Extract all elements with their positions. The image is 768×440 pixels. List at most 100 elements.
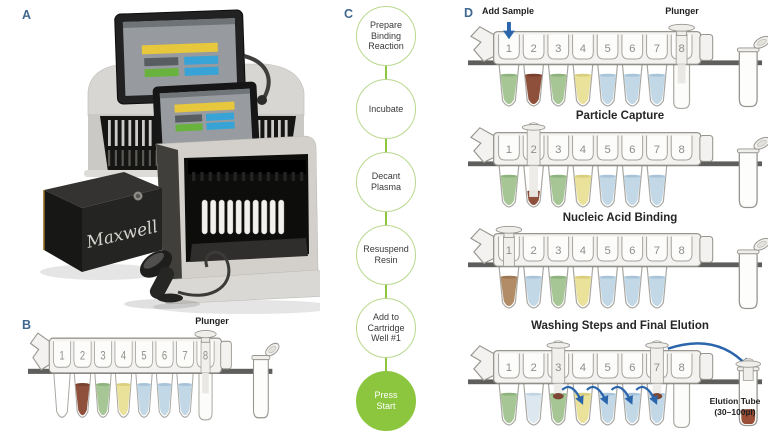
- well-4: [572, 353, 594, 379]
- liquid-blue: [648, 175, 666, 206]
- well-number: 3: [555, 362, 561, 374]
- well-number: 1: [59, 350, 64, 363]
- liquid-green: [500, 74, 518, 105]
- well-number: 4: [580, 144, 586, 156]
- well-6: [621, 236, 644, 262]
- tube-well-1: [53, 372, 71, 418]
- well-4: [572, 135, 594, 161]
- liquid-blue: [157, 384, 172, 416]
- well-6: [621, 135, 644, 161]
- well-3: [547, 34, 570, 60]
- well-1: [498, 353, 520, 379]
- plunger-head: [668, 23, 695, 32]
- well-5: [596, 34, 619, 60]
- plunger-label-d: Plunger: [665, 6, 699, 16]
- eluate-liquid: [741, 410, 756, 425]
- workflow-steps: Prepare Binding Reaction Incubate Decant…: [356, 6, 416, 431]
- liquid-green: [95, 384, 111, 416]
- liquid-green: [549, 276, 567, 307]
- plunger-head: [521, 124, 546, 131]
- well-7: [646, 236, 668, 262]
- well-number: 4: [580, 245, 586, 257]
- well-number: 4: [580, 362, 586, 374]
- add-sample-label: Add Sample: [481, 6, 534, 16]
- workflow-step-add-to-cartridge: Add to Cartridge Well #1: [356, 298, 416, 358]
- elution-tube-cap-open: [753, 35, 768, 49]
- well-number: 6: [162, 350, 167, 363]
- well-number: 6: [629, 245, 635, 257]
- well-number: 6: [629, 43, 635, 55]
- step-title-washing-elution: Washing Steps and Final Elution: [531, 320, 709, 332]
- cartridge-b-graphic: 123456788: [28, 329, 280, 421]
- well-number: 1: [506, 144, 512, 156]
- well-4: [572, 236, 594, 262]
- liquid-yellow: [574, 175, 592, 206]
- liquid-paleblue: [525, 393, 543, 424]
- well-number: 5: [604, 144, 610, 156]
- liquid-brown: [525, 74, 543, 105]
- liquid-blue: [623, 175, 641, 206]
- liquid-green: [500, 393, 518, 424]
- step-title-particle-capture: Particle Capture: [575, 110, 665, 122]
- well-5: [596, 236, 619, 262]
- elution-arrow: [667, 342, 750, 369]
- elution-tube: [252, 357, 269, 419]
- elution-tube: [738, 252, 758, 310]
- elution-tube: [738, 50, 758, 108]
- well-number: 7: [654, 245, 660, 257]
- touchscreen-2: [152, 81, 260, 153]
- workflow-connector: [385, 139, 387, 152]
- liquid-blue: [623, 74, 641, 105]
- well-1: [498, 34, 520, 60]
- liquid-blue: [599, 74, 617, 105]
- well-5: [596, 353, 619, 379]
- well-number: 5: [604, 43, 610, 55]
- well-number: 5: [604, 362, 610, 374]
- plunger-head: [194, 329, 217, 339]
- cartridge-handle: [470, 127, 495, 164]
- well-number: 3: [100, 350, 105, 363]
- cartridge-handle: [470, 345, 495, 382]
- well-number: 2: [530, 144, 536, 156]
- resin-particles: [552, 393, 564, 400]
- well-4: [572, 34, 594, 60]
- plunger-head: [546, 342, 571, 349]
- well-number: 3: [555, 144, 561, 156]
- well-number: 2: [530, 362, 536, 374]
- add-sample-arrow: [506, 22, 511, 32]
- plunger-head: [495, 225, 523, 234]
- well-2: [522, 236, 545, 262]
- well-1: [498, 135, 520, 161]
- liquid-blue: [525, 276, 543, 307]
- liquid-blue: [136, 384, 152, 416]
- well-number: 8: [678, 43, 684, 55]
- workflow-step-decant-plasma: Decant Plasma: [356, 152, 416, 212]
- plunger-head: [645, 342, 669, 349]
- well-number: 3: [555, 43, 561, 55]
- wash-arrow: [561, 386, 584, 405]
- barcode-scanner: [124, 250, 231, 309]
- well-8: [670, 135, 693, 161]
- well-number: 2: [530, 43, 536, 55]
- well-4: [114, 341, 133, 368]
- instrument-maxwell-rsc: [152, 81, 320, 314]
- well-number: 5: [141, 350, 146, 363]
- liquid-yellow: [574, 276, 592, 307]
- well-5: [596, 135, 619, 161]
- liquid-green: [549, 393, 567, 424]
- cartridge-handle: [470, 228, 495, 265]
- liquid-brown: [75, 384, 90, 416]
- well-8: [670, 353, 693, 379]
- well-7: [176, 341, 195, 368]
- instrument-photo: Maxwell: [40, 9, 320, 314]
- well-number: 4: [580, 43, 586, 55]
- well-number: 7: [654, 144, 660, 156]
- panel-b-label: B: [22, 318, 32, 332]
- liquid-blue: [599, 175, 617, 206]
- well-3: [94, 341, 113, 368]
- liquid-yellow: [116, 384, 131, 416]
- cartridge-d2-graphic: 123456782: [468, 122, 768, 209]
- well-number: 3: [555, 245, 561, 257]
- elution-tube-cap-open: [265, 342, 280, 357]
- workflow-connector: [385, 66, 387, 79]
